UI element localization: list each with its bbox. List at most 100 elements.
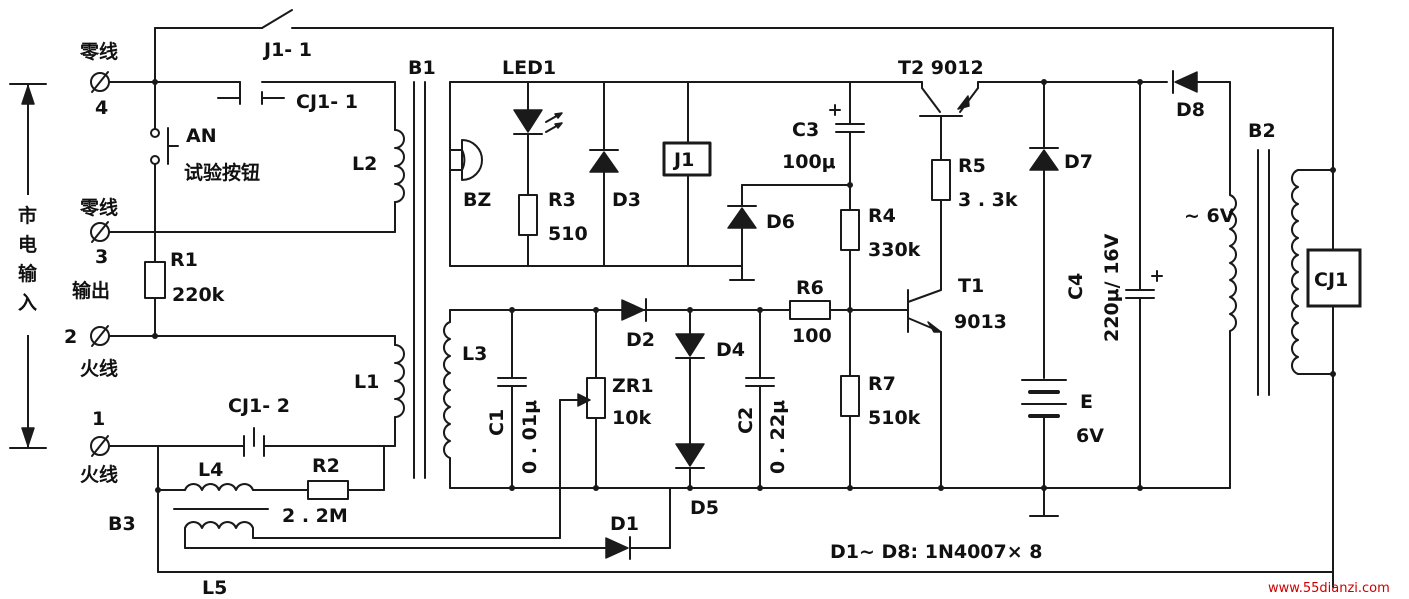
b1-label: B1 bbox=[408, 57, 436, 79]
c4-capacitor bbox=[1125, 81, 1163, 489]
r2-resistor bbox=[307, 445, 385, 500]
b2-secondary bbox=[1229, 194, 1237, 489]
terminal-4-num: 4 bbox=[95, 97, 108, 119]
c2-label: C2 bbox=[735, 407, 757, 434]
bz-label: BZ bbox=[463, 189, 491, 211]
c1-label: C1 bbox=[486, 409, 508, 436]
r3-resistor bbox=[518, 194, 538, 267]
l5-label: L5 bbox=[202, 577, 227, 599]
e-label: E bbox=[1080, 391, 1093, 413]
r7-label: R7 bbox=[868, 373, 896, 395]
c3-value: 100μ bbox=[782, 151, 836, 173]
terminal-2 bbox=[90, 325, 110, 347]
cj1-contactor-coil bbox=[1306, 248, 1362, 308]
bottom-wire bbox=[155, 487, 1334, 588]
led1 bbox=[513, 81, 563, 196]
j1-label: J1 bbox=[672, 149, 694, 171]
l2-label: L2 bbox=[352, 153, 377, 175]
r3-value: 510 bbox=[548, 223, 588, 245]
d1-diode bbox=[605, 487, 671, 560]
r7-resistor bbox=[840, 375, 860, 489]
an-desc: 试验按钮 bbox=[184, 161, 260, 184]
b2-label: B2 bbox=[1248, 120, 1276, 142]
an-label: AN bbox=[186, 125, 217, 147]
j1-1-label: J1- 1 bbox=[262, 39, 312, 61]
r5-resistor bbox=[931, 159, 951, 291]
b2-primary bbox=[1291, 27, 1336, 573]
d3-diode bbox=[589, 81, 619, 267]
cj1-1-label: CJ1- 1 bbox=[296, 91, 358, 113]
d4-diode bbox=[675, 309, 705, 445]
l3-label: L3 bbox=[462, 343, 487, 365]
r6-label: R6 bbox=[796, 277, 824, 299]
d1-label: D1 bbox=[610, 513, 639, 535]
l4-label: L4 bbox=[198, 459, 223, 481]
terminal-2-num: 2 bbox=[64, 326, 77, 348]
r3-label: R3 bbox=[548, 189, 576, 211]
c1-value: 0 . 01μ bbox=[519, 400, 541, 474]
r5-value: 3 . 3k bbox=[958, 189, 1018, 211]
d3-label: D3 bbox=[612, 189, 641, 211]
l1-coil bbox=[279, 335, 405, 447]
terminal-3-num: 3 bbox=[95, 246, 108, 268]
r2-value: 2 . 2M bbox=[282, 505, 348, 527]
d7-diode bbox=[1029, 81, 1059, 379]
r6-resistor bbox=[789, 300, 851, 320]
terminal-1 bbox=[90, 435, 110, 457]
c3-label: C3 bbox=[792, 119, 819, 141]
d5-diode bbox=[675, 443, 705, 489]
r1-value: 220k bbox=[172, 284, 225, 306]
cj1-label: CJ1 bbox=[1314, 269, 1348, 291]
t2-label: T2 9012 bbox=[898, 57, 984, 79]
c1-capacitor bbox=[497, 309, 527, 489]
diodes-note: D1~ D8: 1N4007× 8 bbox=[830, 541, 1043, 563]
j1-relay-coil bbox=[662, 81, 712, 267]
j1-1-contact bbox=[154, 9, 1334, 83]
b2-sec-voltage: ~ 6V bbox=[1184, 205, 1235, 227]
r2-label: R2 bbox=[312, 455, 340, 477]
r1-resistor bbox=[108, 261, 396, 339]
e-battery bbox=[1021, 379, 1067, 517]
r1-label: R1 bbox=[170, 249, 198, 271]
test-button-an[interactable] bbox=[150, 81, 179, 263]
terminal-3 bbox=[90, 221, 110, 243]
l2-coil bbox=[108, 129, 405, 233]
l1-label: L1 bbox=[354, 371, 379, 393]
c4-value: 220μ/ 16V bbox=[1101, 233, 1123, 342]
terminal-2-name: 火线 bbox=[80, 357, 118, 380]
zr1-value: 10k bbox=[612, 407, 651, 429]
r4-resistor bbox=[840, 209, 860, 377]
d2-diode bbox=[621, 298, 647, 322]
l4-coil bbox=[157, 445, 309, 491]
d4-label: D4 bbox=[716, 339, 745, 361]
d7-label: D7 bbox=[1064, 151, 1093, 173]
detect-rails bbox=[449, 307, 1231, 491]
t2-transistor bbox=[919, 81, 979, 161]
d6-diode bbox=[727, 184, 851, 281]
terminal-1-num: 1 bbox=[92, 408, 105, 430]
mains-input-char-4: 入 bbox=[18, 292, 37, 314]
mains-input-char-2: 电 bbox=[18, 233, 37, 256]
r7-value: 510k bbox=[868, 407, 921, 429]
b1-core bbox=[413, 81, 426, 479]
mains-input-arrow bbox=[9, 83, 47, 449]
terminal-4 bbox=[90, 71, 110, 93]
c2-capacitor bbox=[745, 309, 775, 489]
mains-input-char-1: 市 bbox=[18, 204, 37, 227]
d2-label: D2 bbox=[626, 329, 655, 351]
terminal-4-name: 零线 bbox=[79, 40, 118, 63]
r6-value: 100 bbox=[792, 325, 832, 347]
led1-label: LED1 bbox=[502, 57, 556, 79]
r4-label: R4 bbox=[868, 205, 896, 227]
c2-value: 0 . 22μ bbox=[767, 400, 789, 474]
c4-label: C4 bbox=[1065, 273, 1087, 300]
d8-label: D8 bbox=[1176, 99, 1205, 121]
c3-capacitor bbox=[829, 81, 865, 211]
cj1-2-label: CJ1- 2 bbox=[228, 395, 290, 417]
terminal-3-sub: 输出 bbox=[72, 279, 110, 302]
d6-label: D6 bbox=[766, 211, 795, 233]
b2-core bbox=[1257, 149, 1270, 396]
l5-coil bbox=[184, 393, 607, 549]
b3-label: B3 bbox=[108, 513, 136, 535]
